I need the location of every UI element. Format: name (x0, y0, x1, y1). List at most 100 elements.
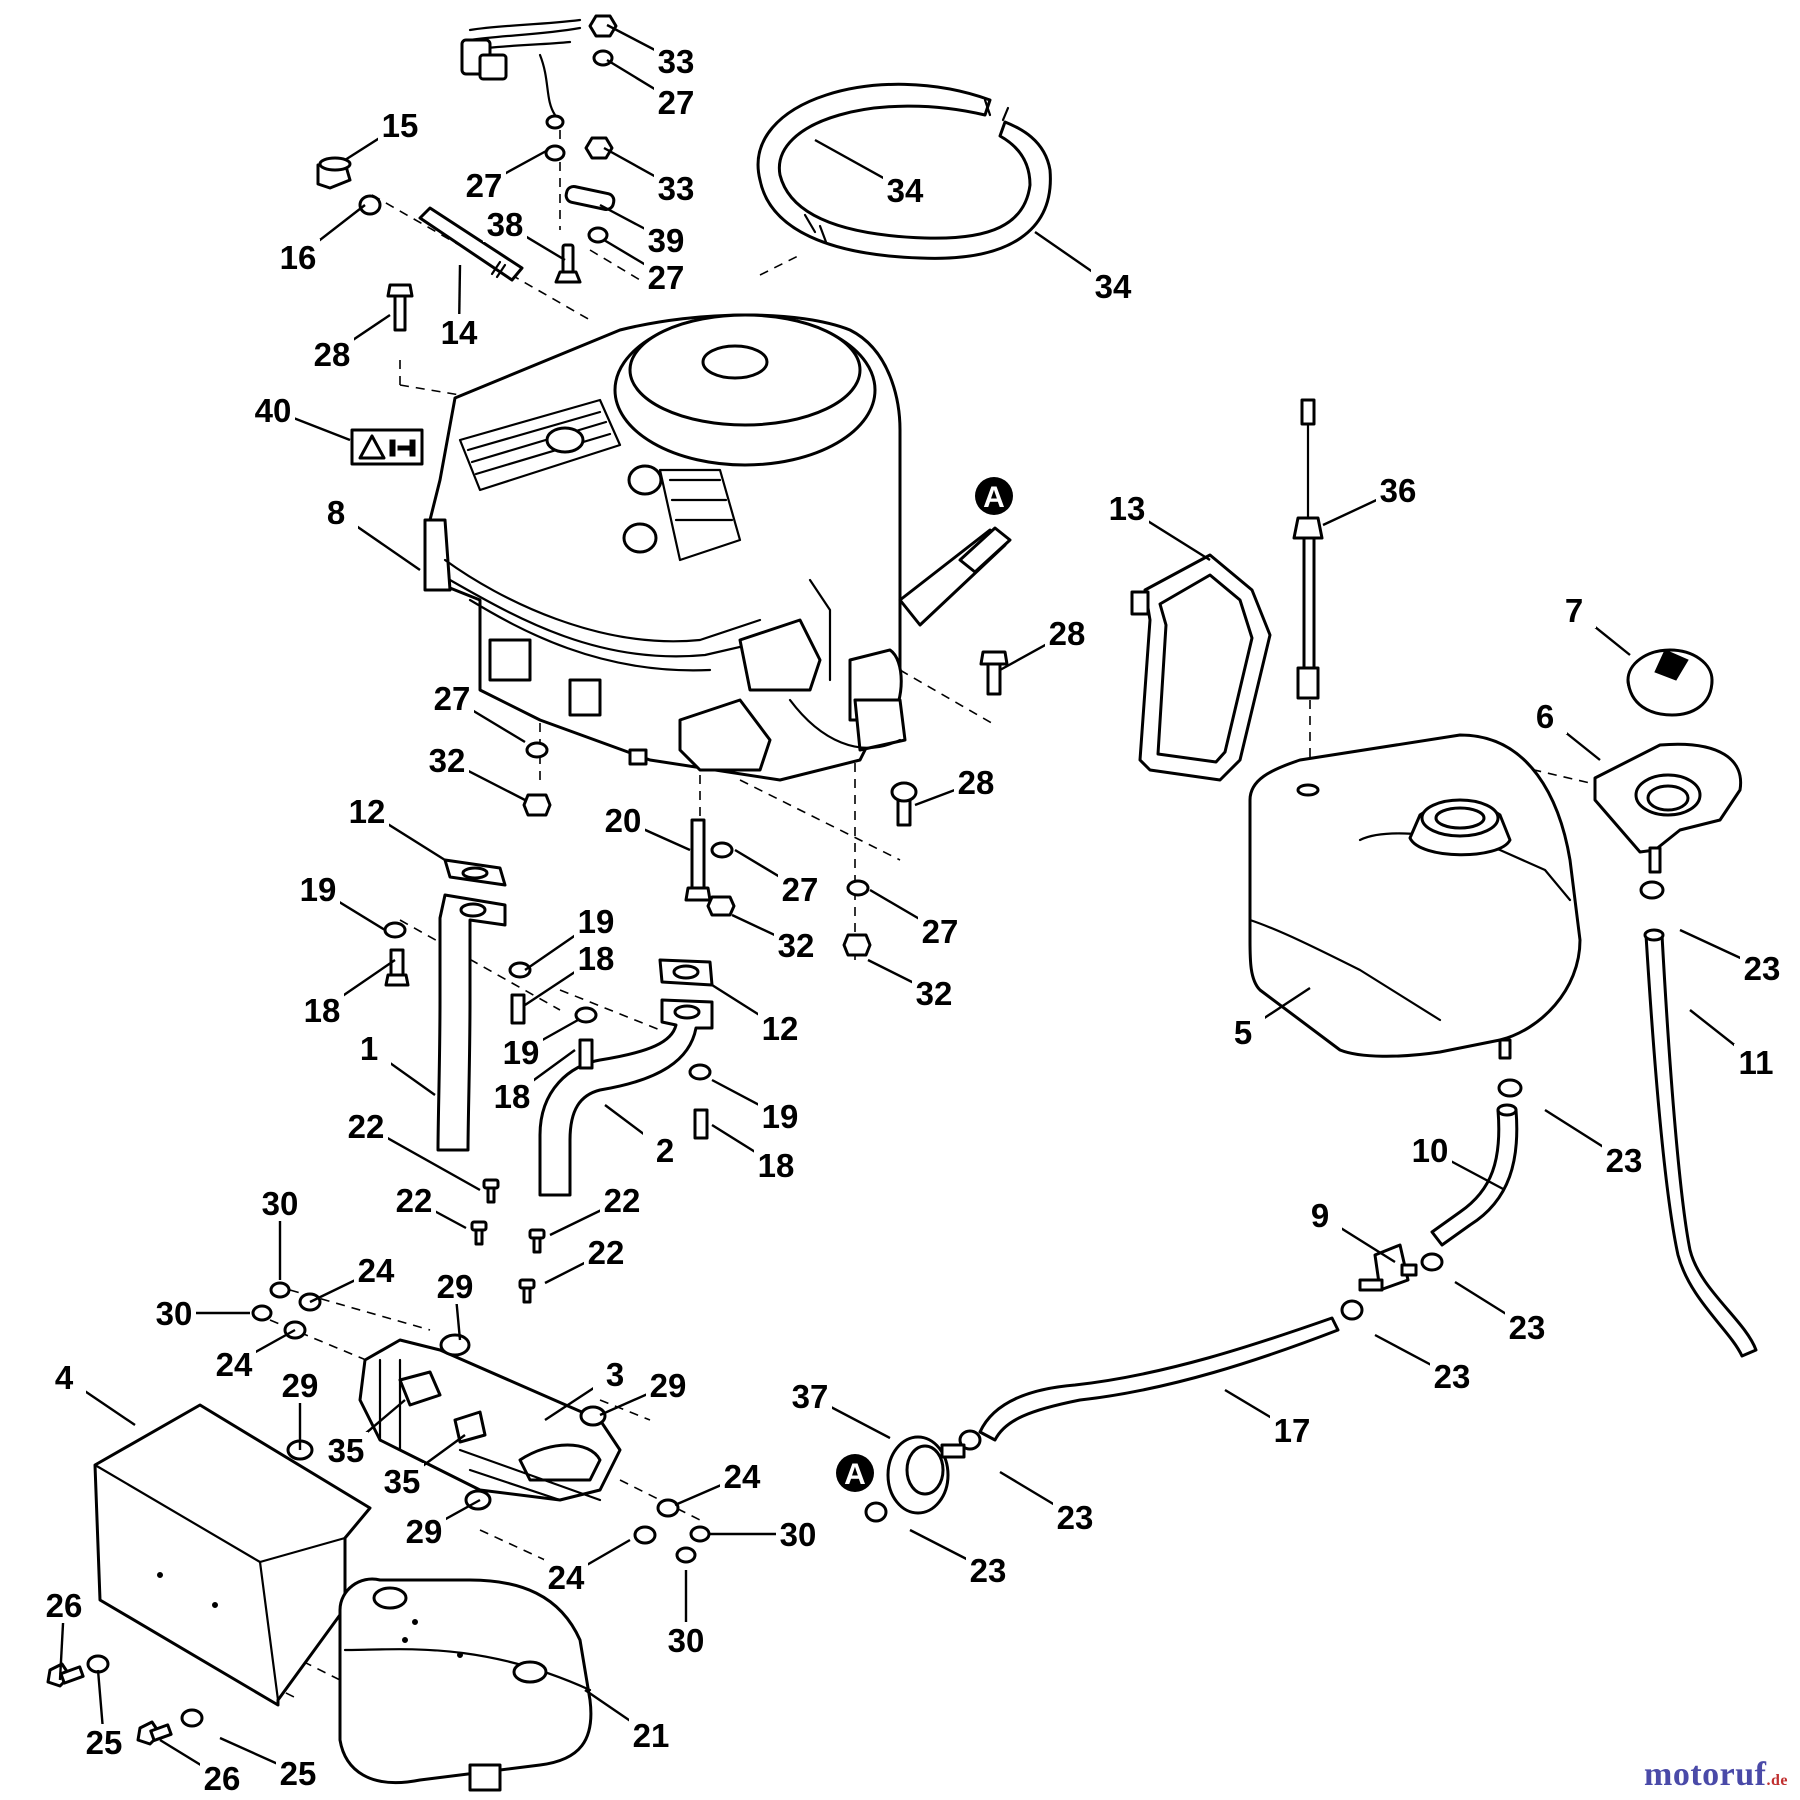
bolts-18-19 (383, 921, 712, 1140)
callout-c-18a: 18 (578, 940, 615, 977)
label-bg-c-32b (774, 927, 818, 963)
callout-c-35a: 35 (328, 1432, 365, 1469)
label-bg-c-20 (601, 802, 645, 838)
callout-c-9: 9 (1311, 1197, 1329, 1234)
callout-c-28a: 28 (314, 336, 351, 373)
label-bg-c-27c (644, 259, 688, 295)
callout-c-35b: 35 (384, 1463, 421, 1500)
label-bg-c-29a (433, 1268, 477, 1304)
label-bg-c-22b (392, 1182, 436, 1218)
callout-c-23b: 23 (1606, 1142, 1643, 1179)
callout-c-27e: 27 (782, 871, 819, 908)
callout-c-23d: 23 (1434, 1358, 1471, 1395)
muffler-bracket-3 (286, 1333, 622, 1511)
callout-c-28c: 28 (958, 764, 995, 801)
engine-8 (423, 313, 1012, 782)
tank-strap-13 (1130, 553, 1272, 782)
label-bg-c-23f (966, 1552, 1010, 1588)
callout-c-10: 10 (1412, 1132, 1449, 1169)
label-bg-c-18c (490, 1078, 534, 1114)
callout-c-32b: 32 (778, 927, 815, 964)
callout-c-23e: 23 (1057, 1499, 1094, 1536)
label-bg-c-28c (954, 764, 998, 800)
label-bg-c-27b (462, 167, 506, 203)
callout-c-29a: 29 (437, 1268, 474, 1305)
label-bg-c-8 (314, 494, 358, 530)
label-bg-c-19b (574, 903, 618, 939)
screws-22 (470, 1178, 546, 1304)
callout-c-30c: 30 (780, 1516, 817, 1553)
label-bg-c-23c (1505, 1309, 1549, 1345)
callout-c-19a: 19 (300, 871, 337, 908)
bolt-28-top (386, 283, 414, 332)
callout-c-5: 5 (1234, 1014, 1252, 1051)
bolt-20 (684, 818, 712, 902)
label-bg-c-27f (918, 913, 962, 949)
callout-c-12a: 12 (349, 793, 386, 830)
ref-a-bottom-circle (836, 1454, 874, 1492)
watermark-suffix: .de (1766, 1772, 1788, 1789)
fuel-tank-5 (1248, 733, 1582, 1060)
callout-c-19d: 19 (762, 1098, 799, 1135)
callout-c-19c: 19 (503, 1034, 540, 1071)
label-bg-c-10 (1408, 1132, 1452, 1168)
callout-c-18c: 18 (494, 1078, 531, 1115)
fuel-sender-36 (1292, 398, 1324, 700)
label-bg-c-32a (425, 742, 469, 778)
wiring-harness (460, 18, 582, 130)
label-bg-c-30d (664, 1622, 708, 1658)
label-bg-c-27e (778, 871, 822, 907)
label-bg-c-3 (593, 1356, 637, 1392)
nuts-27-32-center (706, 781, 918, 957)
bracket-39 (554, 184, 616, 284)
callout-c-19b: 19 (578, 903, 615, 940)
callout-c-2: 2 (656, 1132, 674, 1169)
label-bg-c-17 (1270, 1412, 1314, 1448)
callout-c-11: 11 (1739, 1044, 1774, 1081)
callout-c-23c: 23 (1509, 1309, 1546, 1346)
callout-c-26a: 26 (46, 1587, 83, 1624)
reference-markers: AA (836, 477, 1013, 1492)
bolt-28-right (979, 650, 1009, 696)
callout-c-1: 1 (360, 1030, 378, 1067)
callout-c-29b: 29 (650, 1367, 687, 1404)
ref-a-top-circle (975, 477, 1013, 515)
callout-c-24d: 24 (548, 1559, 585, 1596)
label-bg-c-24d (544, 1559, 588, 1595)
callout-c-40: 40 (255, 392, 292, 429)
callout-c-36: 36 (1380, 472, 1417, 509)
callout-c-22b: 22 (396, 1182, 433, 1219)
label-bg-c-38 (483, 206, 527, 242)
fuel-line-17 (978, 1299, 1364, 1442)
callout-c-30b: 30 (156, 1295, 193, 1332)
watermark-text: motoruf (1644, 1756, 1767, 1793)
label-bg-c-2 (643, 1132, 687, 1168)
callout-c-13: 13 (1109, 490, 1146, 527)
label-bg-c-30b (152, 1295, 196, 1331)
callout-c-37: 37 (792, 1378, 829, 1415)
label-bg-c-37 (788, 1378, 832, 1414)
label-bg-c-4 (42, 1359, 86, 1395)
callout-c-27d: 27 (434, 680, 471, 717)
label-bg-c-21 (629, 1717, 673, 1753)
label-bg-c-19a (296, 871, 340, 907)
label-bg-c-12b (758, 1010, 802, 1046)
callout-c-30a: 30 (262, 1185, 299, 1222)
label-bg-c-33b (654, 170, 698, 206)
callout-c-21: 21 (633, 1717, 670, 1754)
label-bg-c-34a (883, 172, 927, 208)
fuel-tray-6 (1593, 742, 1743, 874)
callout-c-4: 4 (55, 1359, 74, 1396)
callout-c-24b: 24 (216, 1346, 253, 1383)
callout-c-27f: 27 (922, 913, 959, 950)
label-bg-c-33a (654, 43, 698, 79)
oil-cap-15 (316, 156, 382, 216)
label-bg-c-23a (1740, 950, 1784, 986)
callout-c-33b: 33 (658, 170, 695, 207)
label-bg-c-28a (310, 336, 354, 372)
label-bg-c-40 (251, 392, 295, 428)
label-bg-c-14 (437, 314, 481, 350)
label-bg-c-6 (1523, 698, 1567, 734)
label-bg-c-29c (278, 1367, 322, 1403)
